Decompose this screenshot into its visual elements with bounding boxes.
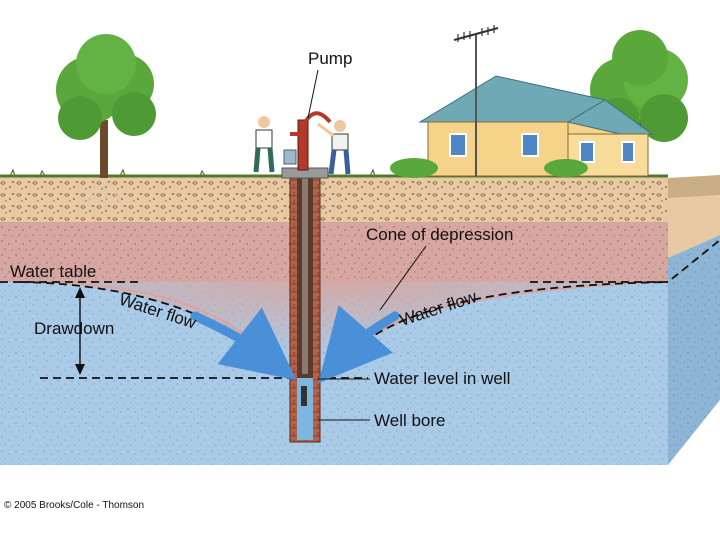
block-side-face xyxy=(668,175,720,465)
leader-lines xyxy=(307,69,427,421)
flow-arrows xyxy=(190,305,400,384)
well-bore-label: Well bore xyxy=(374,411,446,430)
pump-intake-icon xyxy=(301,386,307,406)
water-table-label: Water table xyxy=(10,262,96,281)
drawdown-arrow xyxy=(75,287,85,375)
hand-pump-icon xyxy=(283,111,332,171)
antenna-icon xyxy=(453,25,499,176)
pump-label: Pump xyxy=(308,49,352,68)
drawdown-label: Drawdown xyxy=(34,319,114,338)
water-level-in-well-label: Water level in well xyxy=(374,369,510,388)
cone-of-depression-label: Cone of depression xyxy=(366,225,513,244)
person-icon xyxy=(317,120,351,175)
left-flow-arrow-icon xyxy=(190,307,297,381)
right-flow-arrow-icon xyxy=(318,305,400,384)
topsoil-layer xyxy=(0,176,668,222)
house-icon xyxy=(390,75,654,178)
copyright-notice: © 2005 Brooks/Cole - Thomson xyxy=(4,500,145,511)
person-icon xyxy=(253,116,275,173)
tree-icon xyxy=(56,34,156,211)
